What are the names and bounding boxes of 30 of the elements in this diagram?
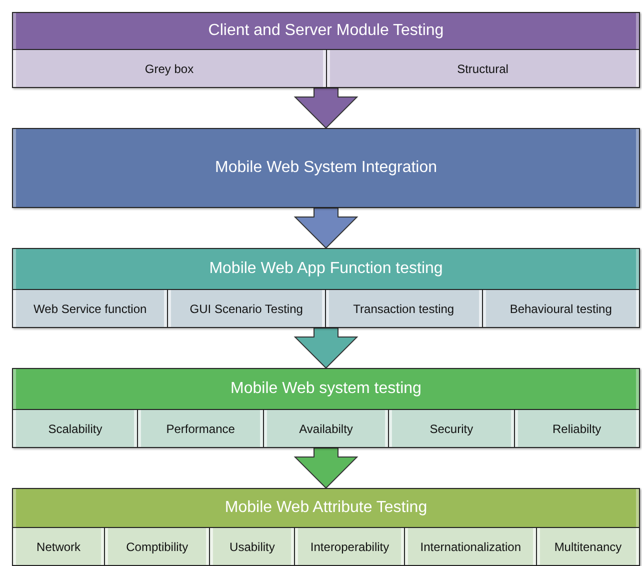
- sub-test-cell: Usability: [209, 528, 294, 565]
- stage-box: [12, 12, 640, 88]
- sub-test-cell: Scalability: [13, 410, 138, 447]
- sub-test-cell: Interoperability: [294, 528, 404, 565]
- stage-heading: Mobile Web App Function testing: [13, 249, 639, 289]
- stage-heading: Mobile Web System Integration: [13, 129, 639, 207]
- sub-test-cell: Transaction testing: [324, 290, 482, 327]
- sub-test-cell: Behavioural testing: [482, 290, 639, 327]
- stage-box: [12, 488, 640, 566]
- sub-test-cell: Availabilty: [262, 410, 388, 447]
- sub-test-cell: Web Service function: [13, 290, 168, 327]
- stage-heading: Mobile Web Attribute Testing: [13, 489, 639, 527]
- sub-test-cell: Performance: [137, 410, 263, 447]
- sub-test-cell: GUI Scenario Testing: [167, 290, 324, 327]
- sub-test-cell: Comptibility: [104, 528, 210, 565]
- block-arrow: [294, 328, 358, 369]
- sub-test-cell: Reliabilty: [514, 410, 640, 447]
- stage-heading: Client and Server Module Testing: [13, 13, 639, 49]
- sub-test-cell: Internationalization: [404, 528, 536, 565]
- sub-test-cell: Security: [388, 410, 514, 447]
- block-arrow: [294, 448, 358, 489]
- sub-test-cell: Grey box: [13, 50, 326, 87]
- block-arrow: [294, 208, 358, 249]
- block-arrow: [294, 88, 358, 129]
- sub-test-cell: Multitenancy: [536, 528, 640, 565]
- sub-test-cell: Structural: [326, 50, 639, 87]
- stage-box: [12, 368, 640, 448]
- sub-test-cell: Network: [13, 528, 104, 565]
- stage-heading: Mobile Web system testing: [13, 369, 639, 409]
- stage-box: [12, 248, 640, 328]
